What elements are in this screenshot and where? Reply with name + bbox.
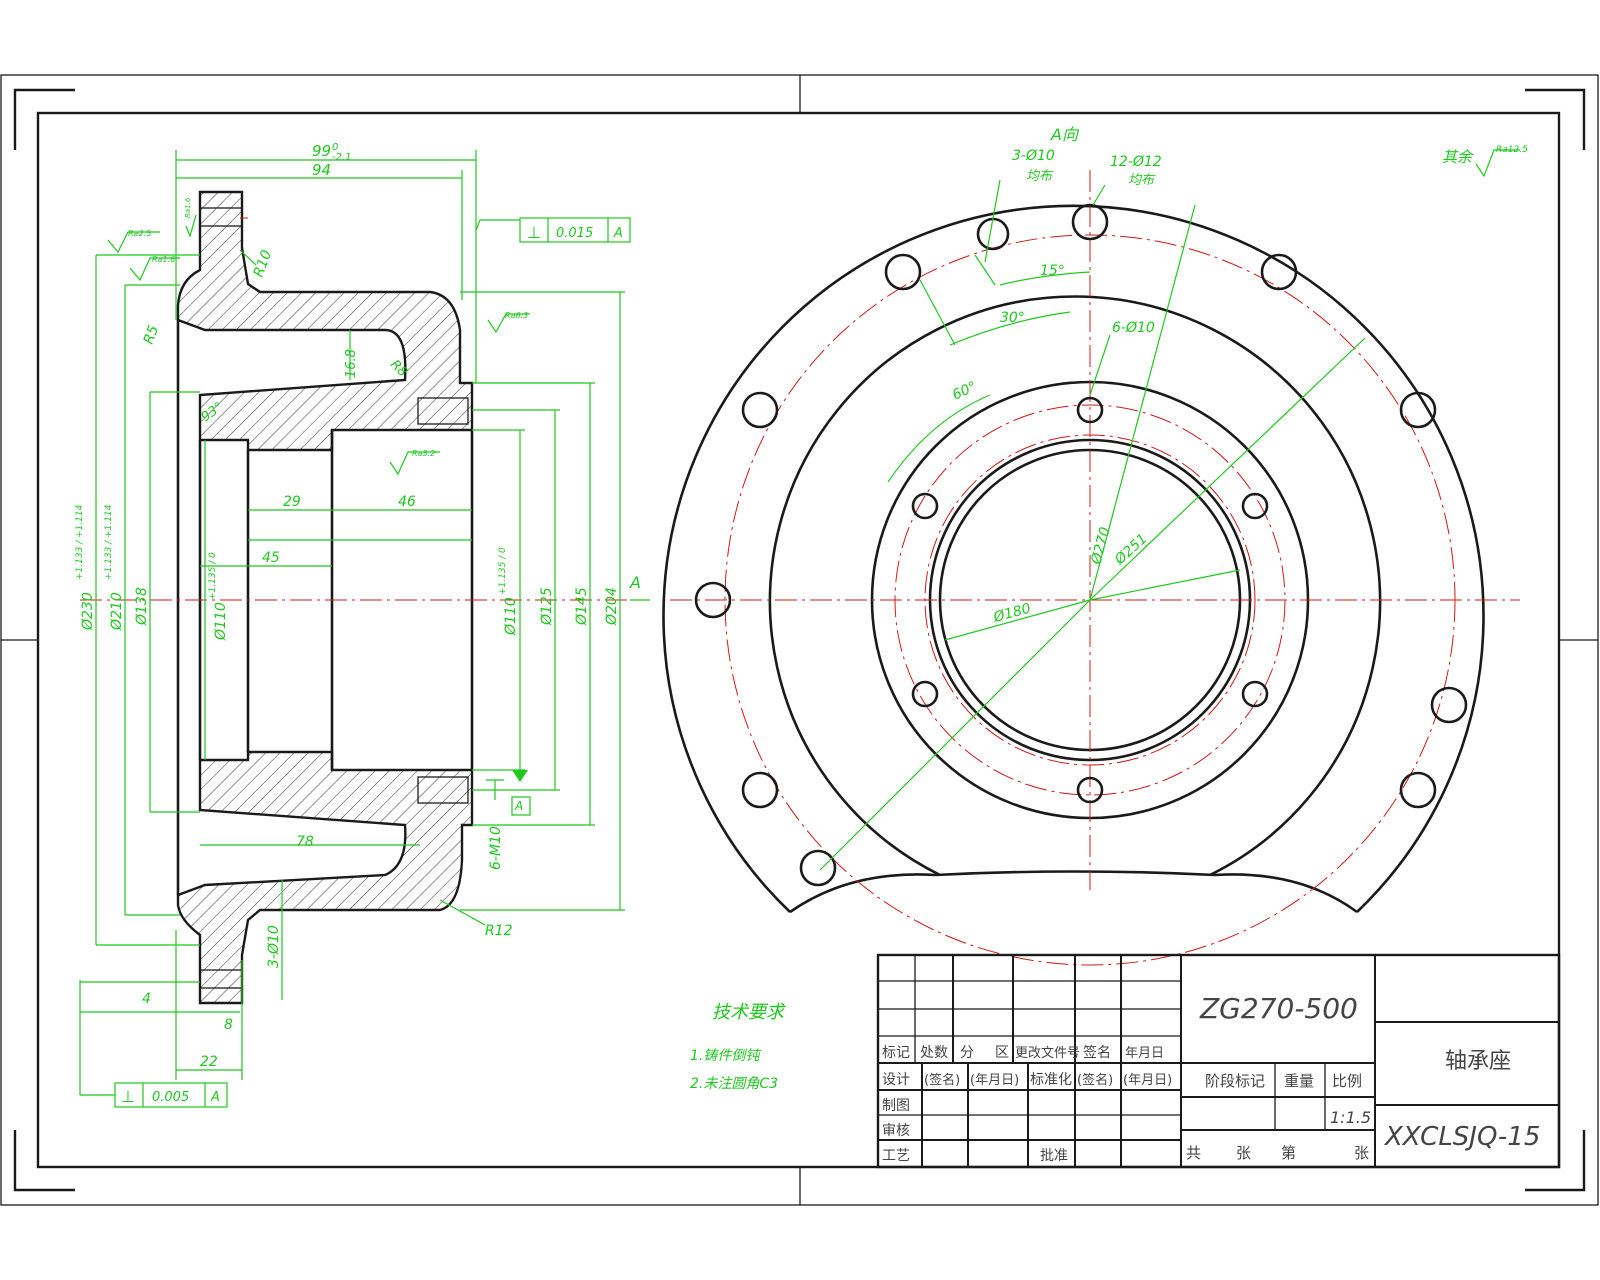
dim-78: 78: [296, 834, 314, 850]
dim-dia-125: Ø125: [539, 587, 555, 626]
label-angle-15: 15°: [1040, 263, 1065, 279]
roughness-c: Ra1.6: [184, 197, 192, 218]
sheet-border: [0, 74, 1599, 1206]
dim-holes-3-10-left: 3-Ø10: [266, 925, 282, 968]
fcf-top-symbol: ⊥: [527, 223, 541, 242]
label-3-10: 3-Ø10: [1012, 148, 1055, 164]
design-date: (年月日): [970, 1073, 1019, 1088]
fcf-bottom-symbol: ⊥: [121, 1087, 135, 1106]
title-block: [876, 953, 1561, 1169]
label-dia-180: Ø180: [991, 601, 1033, 627]
roughness-d: Ra6.3: [505, 311, 528, 320]
col-change-doc: 更改文件号: [1015, 1046, 1080, 1061]
view-title: A向: [1050, 125, 1080, 144]
col-signature: 签名: [1083, 1044, 1111, 1061]
sheet-nth: 第: [1281, 1144, 1296, 1162]
dim-4: 4: [142, 991, 151, 1007]
sheet-unit-1: 张: [1236, 1144, 1251, 1162]
dim-dia-110-left: Ø110: [213, 602, 229, 641]
tech-title: 技术要求: [712, 1002, 786, 1023]
section-dimension-labels: 99 0 -2.1 94 R10 R5 R8 R12 16.8 93° 29 4…: [75, 142, 1528, 1106]
tech-item-2: 2.未注圆角C3: [690, 1076, 778, 1092]
dim-22: 22: [200, 1054, 218, 1070]
section-marker-a: A: [629, 573, 641, 592]
row-review: 审核: [882, 1123, 910, 1139]
dim-thread-6m10: 6-M10: [488, 826, 504, 870]
dim-29: 29: [283, 494, 301, 510]
row-approve: 批准: [1040, 1148, 1068, 1164]
roughness-e: Ra3.2: [412, 449, 435, 458]
material: ZG270-500: [1199, 992, 1358, 1025]
section-view: [80, 190, 640, 1005]
dim-dia-138: Ø138: [134, 587, 150, 626]
col-zone-a: 分: [960, 1045, 974, 1061]
face-view: [662, 170, 1520, 966]
stage-mark: 阶段标记: [1205, 1072, 1265, 1090]
dim-94: 94: [312, 161, 331, 179]
row-process: 工艺: [882, 1148, 910, 1164]
dim-dia-110-left-tol: +1.135 / 0: [208, 552, 218, 600]
roughness-a: Ra2.5: [128, 229, 151, 238]
dim-dia-210-tol: +1.133 / +1.114: [104, 504, 114, 580]
standardize-sign: (签名): [1077, 1072, 1113, 1088]
dim-dia-145: Ø145: [574, 587, 590, 626]
dim-dia-230-tol: +1.133 / +1.114: [75, 504, 85, 580]
drawing-number: XXCLSJQ-15: [1383, 1122, 1540, 1152]
fcf-top-value: 0.015: [556, 226, 593, 241]
dim-dia-110-right: Ø110: [503, 597, 519, 636]
fcf-bottom-value: 0.005: [152, 1090, 189, 1105]
sheet-total: 共: [1186, 1144, 1201, 1162]
dim-dia-110-right-tol: +1.135 / 0: [498, 547, 508, 595]
tech-item-1: 1.铸件倒钝: [690, 1048, 761, 1064]
dim-dia-210: Ø210: [109, 592, 125, 631]
fcf-bottom-datum: A: [210, 1090, 220, 1105]
dim-46: 46: [398, 494, 416, 510]
label-angle-30: 30°: [1000, 310, 1025, 326]
title-block-text: ZG270-500 轴承座 XXCLSJQ-15 标记 处数 分 区 更改文件号…: [882, 992, 1540, 1164]
label-dia-270: Ø270: [1088, 525, 1114, 567]
col-mark: 标记: [882, 1045, 910, 1061]
dim-8: 8: [224, 1017, 233, 1033]
fcf-top-datum: A: [613, 226, 623, 241]
dim-r10: R10: [251, 248, 275, 279]
weight-label: 重量: [1284, 1072, 1314, 1090]
label-12-12: 12-Ø12: [1110, 154, 1162, 170]
part-name: 轴承座: [1445, 1049, 1511, 1074]
row-design: 设计: [882, 1072, 910, 1088]
col-date: 年月日: [1125, 1046, 1164, 1061]
scale-label: 比例: [1332, 1072, 1362, 1090]
label-3-10-sub: 均布: [1026, 169, 1054, 184]
label-12-12-sub: 均布: [1128, 173, 1156, 188]
section-dimensions: [79, 149, 1520, 1108]
label-6-10: 6-Ø10: [1112, 320, 1155, 336]
dim-dia-230: Ø230: [80, 592, 96, 631]
label-angle-60: 60°: [950, 379, 979, 404]
dim-16-8: 16.8: [344, 349, 359, 378]
row-drawn: 制图: [882, 1098, 910, 1114]
tech-requirements: 技术要求 1.铸件倒钝 2.未注圆角C3: [690, 1002, 786, 1092]
datum-label-a: A: [514, 799, 523, 813]
dim-99-tol-upper: 0: [332, 142, 338, 153]
col-count: 处数: [920, 1045, 948, 1061]
dim-99-tol-lower: -2.1: [332, 152, 352, 163]
row-standardize: 标准化: [1030, 1072, 1072, 1088]
roughness-other-value: Ra12.5: [1496, 145, 1528, 155]
dim-dia-204: Ø204: [604, 587, 620, 626]
label-dia-251: Ø251: [1111, 531, 1151, 569]
dim-45: 45: [262, 550, 280, 566]
scale-value: 1:1.5: [1330, 1108, 1371, 1127]
design-sign: (签名): [924, 1072, 960, 1088]
face-view-dimensions: [819, 179, 1366, 871]
standardize-date: (年月日): [1123, 1073, 1172, 1088]
col-zone-b: 区: [995, 1045, 1009, 1061]
roughness-b: Ra1.6: [152, 255, 175, 264]
face-view-labels: A向 3-Ø10 均布 12-Ø12 均布 6-Ø10 15° 30° 60° …: [950, 125, 1162, 626]
sheet-unit-2: 张: [1354, 1144, 1369, 1162]
dim-99: 99: [312, 142, 331, 160]
dim-r5: R5: [141, 323, 162, 346]
dim-r12: R12: [485, 923, 513, 939]
roughness-other: 其余: [1442, 148, 1474, 166]
